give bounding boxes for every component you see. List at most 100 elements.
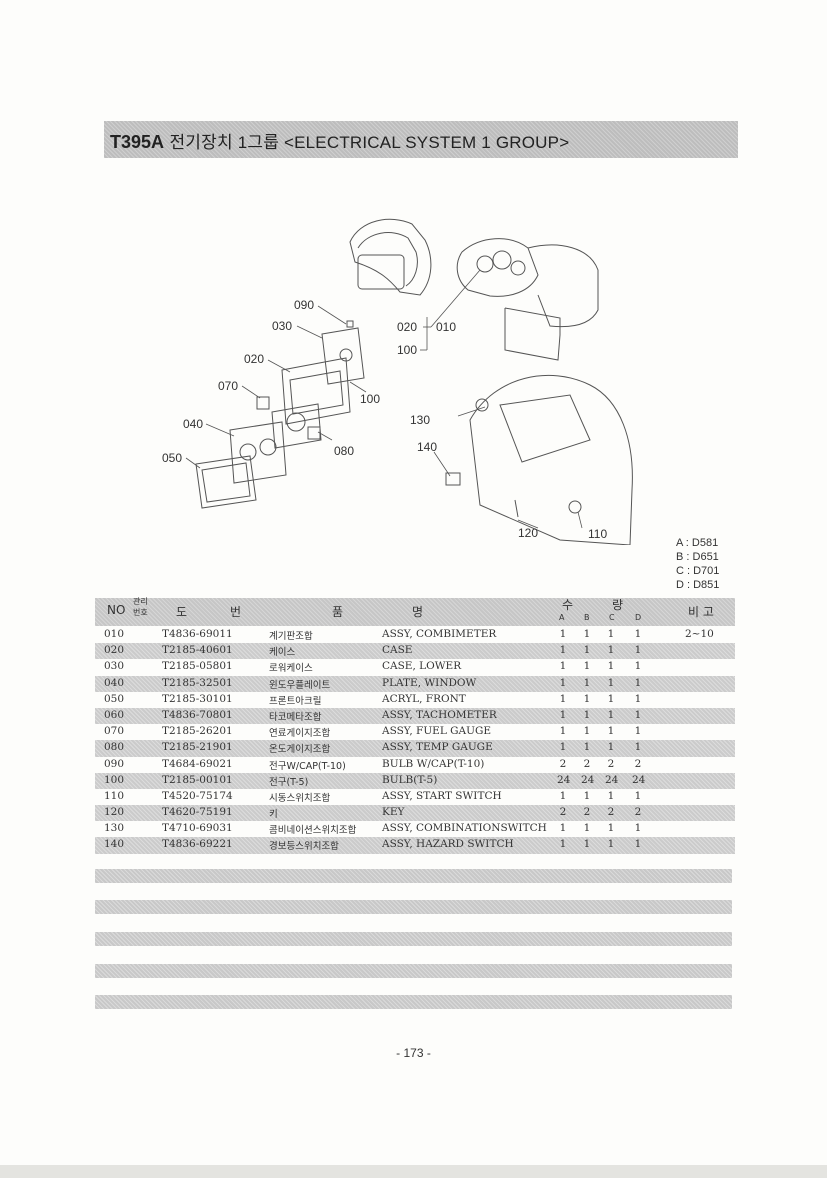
drawing-number-cell: T4836-69221 [162,838,233,851]
group-title: 전기장치 1그룹 <ELECTRICAL SYSTEM 1 GROUP> [169,133,570,152]
qty-d-cell: 1 [634,789,642,802]
english-name-cell: ASSY, TACHOMETER [382,708,497,721]
part-number-index-cell: 080 [104,741,125,754]
part-number-index-cell: 060 [104,708,125,721]
korean-name-cell: 온도게이지조합 [269,744,331,756]
qty-b-cell: 1 [583,741,591,754]
korean-name-cell: 로워케이스 [269,663,313,675]
callout-label: 120 [518,526,538,540]
qty-a-cell: 1 [559,628,567,640]
korean-name-cell: 타코메타조합 [269,711,322,723]
korean-name-cell: 시동스위치조합 [269,792,331,804]
page-title: T395A 전기장치 1그룹 <ELECTRICAL SYSTEM 1 GROU… [110,128,569,153]
drawing-number-cell: T2185-40601 [162,644,233,657]
part-number-index-cell: 140 [104,838,125,851]
callout-label: 100 [397,343,417,357]
part-number-index-cell: 020 [104,644,125,657]
qty-a-cell: 1 [559,644,567,657]
drawing-number-cell: T4684-69021 [162,757,233,770]
header-name-a: 품 [332,605,344,619]
qty-b-cell: 1 [583,708,591,721]
drawing-number-cell: T2185-30101 [162,692,233,705]
english-name-cell: ASSY, HAZARD SWITCH [382,838,514,851]
qty-a-cell: 1 [559,708,567,721]
qty-c-cell: 2 [607,757,615,770]
english-name-cell: ASSY, START SWITCH [382,789,502,802]
qty-b-cell: 1 [583,628,591,640]
korean-name-cell: 연료게이지조합 [269,728,331,740]
qty-a-cell: 1 [559,741,567,754]
qty-b-cell: 1 [583,822,591,835]
empty-row-band [95,869,732,883]
meter-stack-drawing [195,320,365,509]
qty-b-cell: 1 [583,789,591,802]
callout-label: 140 [417,440,437,454]
leader-lines [185,269,583,529]
qty-b-cell: 1 [583,676,591,689]
drawing-number-cell: T4520-75174 [162,789,233,802]
header-remarks: 비 고 [688,605,714,619]
header-qty-b: 량 [612,598,624,612]
drawing-number-cell: T2185-32501 [162,676,233,689]
korean-name-cell: 계기판조합 [269,631,313,642]
qty-b-cell: 2 [583,757,591,770]
qty-d-cell: 2 [634,806,642,819]
english-name-cell: CASE [382,644,413,657]
qty-d-cell: 1 [634,822,642,835]
group-code: T395A [110,132,165,152]
qty-d-cell: 24 [632,773,646,786]
callout-label: 080 [334,444,354,458]
callout-label: 030 [272,319,292,333]
english-name-cell: ASSY, FUEL GAUGE [382,725,492,738]
header-drawing-a: 도 [176,605,188,619]
header-col-a: A [559,613,565,622]
qty-d-cell: 1 [634,660,642,673]
drawing-number-cell: T4836-69011 [162,628,233,640]
remarks-cell: 2~10 [685,628,714,640]
qty-d-cell: 2 [634,757,642,770]
qty-c-cell: 1 [607,838,615,851]
english-name-cell: ASSY, COMBINATIONSWITCH [382,822,547,835]
qty-a-cell: 1 [559,692,567,705]
english-name-cell: BULB W/CAP(T-10) [382,757,485,770]
callout-label: 100 [360,392,380,406]
qty-c-cell: 1 [607,725,615,738]
english-name-cell: BULB(T-5) [382,773,438,786]
drawing-number-cell: T2185-00101 [162,773,233,786]
qty-a-cell: 24 [557,773,571,786]
qty-c-cell: 1 [607,692,615,705]
header-col-c: C [609,613,615,622]
qty-c-cell: 1 [607,708,615,721]
qty-c-cell: 1 [607,822,615,835]
table-header [95,598,735,626]
qty-a-cell: 1 [559,660,567,673]
exploded-parts-diagram: 090 030 020 070 040 050 100 080 020 010 … [162,218,633,545]
qty-c-cell: 2 [607,806,615,819]
page-bottom-edge [0,1165,827,1178]
qty-c-cell: 1 [607,789,615,802]
english-name-cell: KEY [382,806,405,819]
korean-name-cell: 프론트아크릴 [269,695,322,707]
callout-label: 040 [183,417,203,431]
callout-label: 050 [162,451,182,465]
callout-label: 130 [410,413,430,427]
empty-row-band [95,964,732,978]
qty-d-cell: 1 [634,628,642,640]
korean-name-cell: 윈도우플레이트 [269,679,331,691]
korean-name-cell: 전구W/CAP(T-10) [269,760,346,772]
header-mgmt-top: 관리 [133,597,148,606]
part-number-index-cell: 100 [104,773,125,786]
header-drawing-b: 번 [230,605,242,619]
qty-b-cell: 1 [583,692,591,705]
